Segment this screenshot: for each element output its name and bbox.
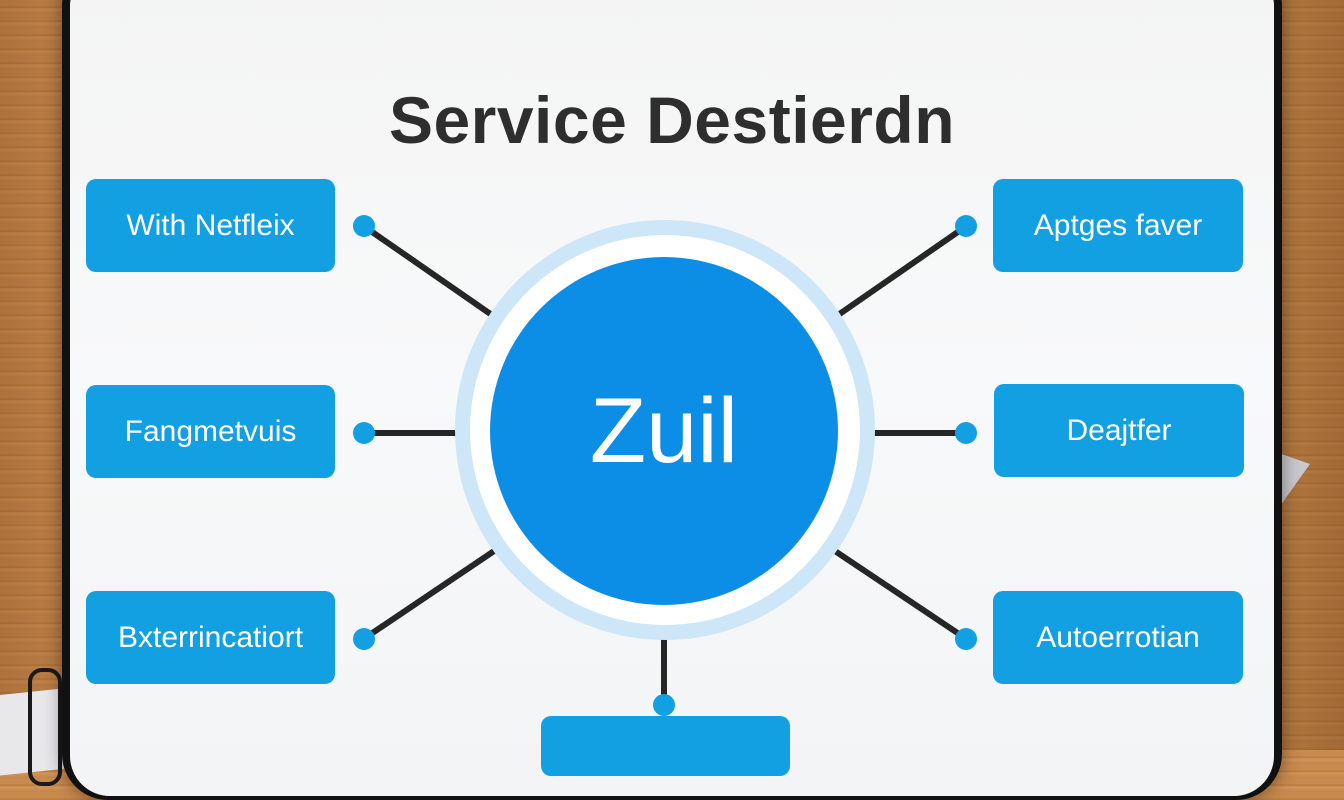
node-right-middle[interactable]: Deajtfer <box>994 384 1244 477</box>
connector-left-bottom <box>363 542 505 641</box>
node-right-top[interactable]: Aptges faver <box>993 179 1243 272</box>
connector-left-top <box>363 224 504 325</box>
node-left-bottom[interactable]: Bxterrincatiort <box>86 591 335 684</box>
connector-right-bottom <box>824 542 967 641</box>
node-label: Bxterrincatiort <box>117 620 304 654</box>
node-label: Aptges faver <box>1033 208 1203 242</box>
node-label: Fangmetvuis <box>124 414 297 448</box>
node-bottom[interactable] <box>541 716 790 776</box>
node-label: Deajtfer <box>1066 413 1172 447</box>
connector-dot-right-top <box>955 215 977 237</box>
connector-dot-left-bottom <box>353 628 375 650</box>
connector-dot-right-bottom <box>955 628 977 650</box>
node-label: Autoerrotian <box>1036 620 1200 654</box>
hub-node[interactable]: Zuil <box>490 257 838 605</box>
connector-dot-bottom <box>653 694 675 716</box>
connector-lines <box>353 215 977 716</box>
diagram-title: Service Destierdn <box>388 83 956 157</box>
node-left-top[interactable]: With Netfleix <box>86 179 335 272</box>
node-left-middle[interactable]: Fangmetvuis <box>86 385 335 478</box>
connector-dot-left-top <box>353 215 375 237</box>
connector-dot-left-middle <box>353 422 375 444</box>
node-label: With Netfleix <box>126 208 295 242</box>
connector-right-top <box>826 224 967 325</box>
node-right-bottom[interactable]: Autoerrotian <box>993 591 1243 684</box>
hub-label: Zuil <box>589 379 739 482</box>
connector-dot-right-middle <box>955 422 977 444</box>
